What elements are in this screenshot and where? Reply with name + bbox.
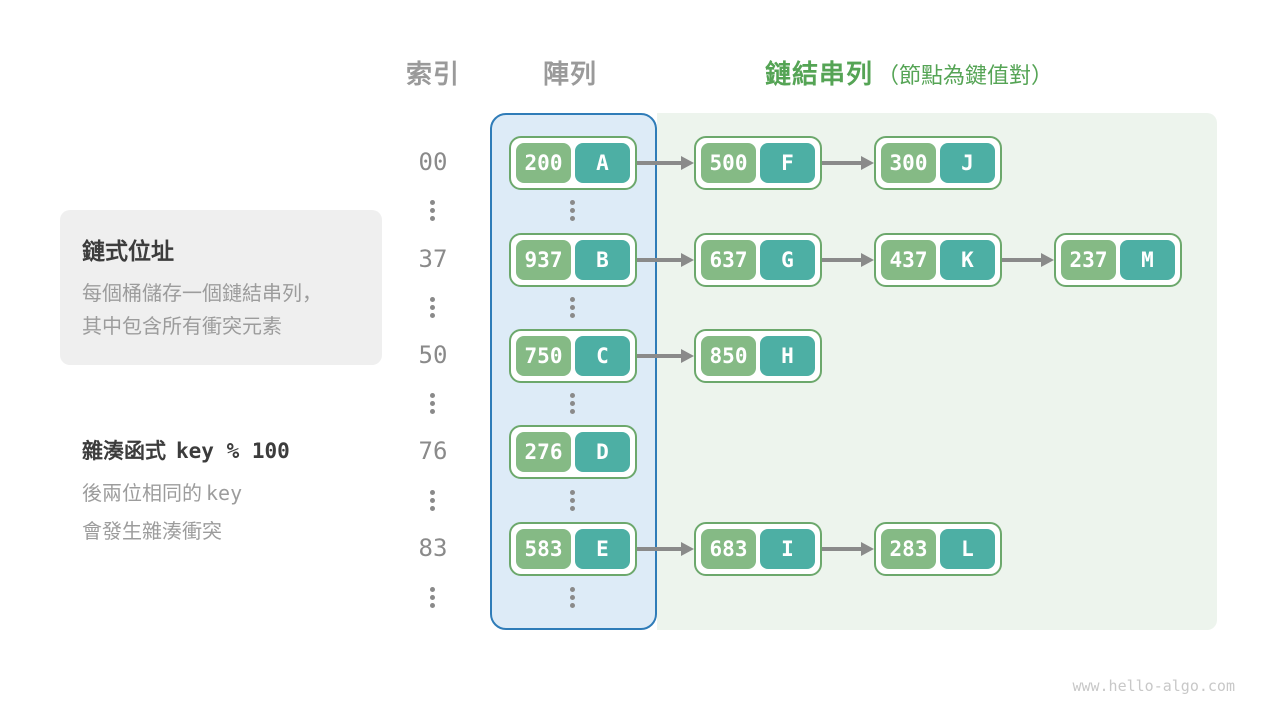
node-value: L [940,529,995,569]
linked-list-header-label: 鏈結串列 [765,59,874,89]
index-ellipsis-dots [430,200,435,221]
bucket-index-label: 00 [418,148,448,176]
node-value: J [940,143,995,183]
array-ellipsis-dots [570,393,575,414]
node-value: C [575,336,630,376]
column-header-index: 索引 [405,59,460,89]
hash-function-code: key % 100 [176,439,290,463]
index-ellipsis-dots [430,297,435,318]
node-key: 583 [516,529,571,569]
node-key: 850 [701,336,756,376]
node-value: B [575,240,630,280]
node-value: M [1120,240,1175,280]
concept-note-title: 鏈式位址 [82,238,174,264]
hash-function-text: 雜湊函式 [82,440,166,463]
node-value: F [760,143,815,183]
node-key: 200 [516,143,571,183]
node-value: H [760,336,815,376]
bucket-index-label: 76 [418,437,448,465]
linked-list-header-note: （節點為鍵值對） [877,63,1054,88]
array-ellipsis-dots [570,490,575,511]
bucket-index-label: 50 [418,341,448,369]
hash-function-label: 雜湊函式 key % 100 [82,435,290,465]
next-pointer-arrow [1002,258,1042,262]
bucket-index-label: 83 [418,534,448,562]
hash-note-code: key [206,481,243,505]
next-pointer-arrow [822,161,862,165]
next-pointer-arrow [822,258,862,262]
bucket-index-label: 37 [418,245,448,273]
hash-note-line-2: 會發生雜湊衝突 [82,521,222,543]
node-key: 437 [881,240,936,280]
hash-note-text: 後兩位相同的 [82,483,202,505]
column-header-array: 陣列 [542,59,597,89]
node-key: 937 [516,240,571,280]
node-key: 500 [701,143,756,183]
watermark-url: www.hello-algo.com [1072,677,1235,695]
concept-note-box: 鏈式位址 每個桶儲存一個鏈結串列， 其中包含所有衝突元素 [60,210,382,365]
node-value: G [760,240,815,280]
node-key: 300 [881,143,936,183]
node-key: 750 [516,336,571,376]
next-pointer-arrow [637,258,682,262]
node-value: I [760,529,815,569]
node-key: 683 [701,529,756,569]
node-key: 237 [1061,240,1116,280]
index-ellipsis-dots [430,393,435,414]
column-header-linked-list: 鏈結串列（節點為鍵值對） [765,54,1053,91]
next-pointer-arrow [822,547,862,551]
next-pointer-arrow [637,354,682,358]
node-key: 276 [516,432,571,472]
next-pointer-arrow [637,547,682,551]
node-key: 637 [701,240,756,280]
array-ellipsis-dots [570,587,575,608]
node-value: K [940,240,995,280]
array-ellipsis-dots [570,200,575,221]
node-key: 283 [881,529,936,569]
next-pointer-arrow [637,161,682,165]
index-ellipsis-dots [430,490,435,511]
concept-note-line: 每個桶儲存一個鏈結串列， [82,283,322,305]
node-value: D [575,432,630,472]
node-value: A [575,143,630,183]
concept-note-line: 其中包含所有衝突元素 [82,316,282,338]
node-value: E [575,529,630,569]
array-ellipsis-dots [570,297,575,318]
index-ellipsis-dots [430,587,435,608]
